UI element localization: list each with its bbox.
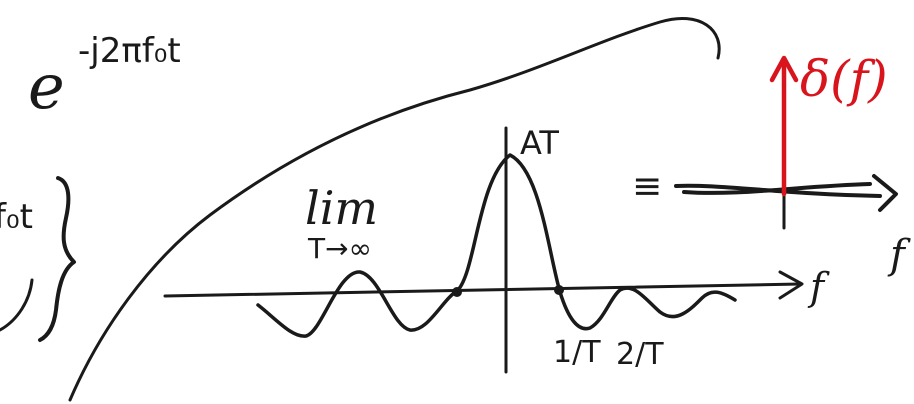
enclosing-arc <box>68 16 721 402</box>
axis-label-f-right: f <box>887 232 911 278</box>
x-axis-arrowhead <box>778 270 804 300</box>
limit-expression: lim T→∞ <box>305 181 378 265</box>
left-fragment: f₀t <box>0 176 76 342</box>
left-stub-curve <box>0 278 34 332</box>
tick-label-1: 1/T <box>553 335 601 370</box>
delta-plot: δ(f) f <box>674 50 911 278</box>
exp-exponent: -j2πf₀t <box>78 31 181 71</box>
lim-label: lim <box>305 181 378 235</box>
equivalence-symbol: ≡ <box>632 166 662 207</box>
sinc-curve <box>256 153 737 338</box>
zero-crossing-dot <box>452 287 462 297</box>
sinc-plot: AT 1/T 2/T f <box>163 124 830 374</box>
peak-label: AT <box>520 124 559 162</box>
lim-subscript: T→∞ <box>307 232 372 265</box>
tick-label-2: 2/T <box>616 337 664 372</box>
exponential-term: e -j2πf₀t <box>28 31 181 123</box>
left-fragment-text: f₀t <box>0 197 33 237</box>
delta-label: δ(f) <box>800 50 888 108</box>
delta-arrowhead <box>769 55 799 83</box>
delta-axis-arrowhead <box>872 174 898 212</box>
right-brace <box>38 176 76 342</box>
zero-crossing-dot <box>554 285 564 295</box>
delta-axis <box>674 182 882 198</box>
exp-base: e <box>28 50 65 123</box>
axis-label-f: f <box>807 265 830 309</box>
x-axis <box>163 282 802 298</box>
